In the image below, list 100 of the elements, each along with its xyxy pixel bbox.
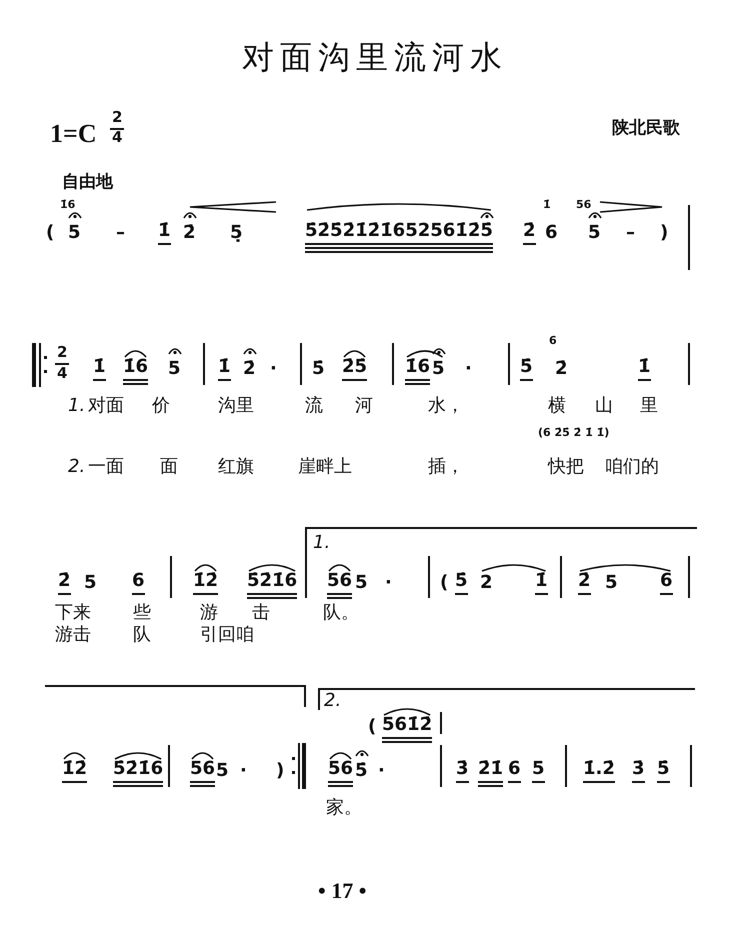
notation-numerals: 5̇2̇5̇2̇1̇2̇1̇652561̇2̇5̇ [305,222,493,254]
notation-numeral: 2̇ [578,572,591,596]
lyric-text: 山 [595,395,613,417]
notation-numeral: 5̇ [657,760,670,784]
notation-numerals: 56 [190,760,216,788]
lyric-text: 家。 [326,797,362,819]
lyric-text: 游击 [55,624,91,646]
bracket-symbol: ( [368,716,376,738]
notation-numeral: 1̇ [535,572,548,596]
notation-numeral: 2̇ [58,572,71,596]
dash-symbol: – [626,222,635,244]
augmentation-dot: · [270,358,277,380]
notation-numeral: 6 [508,760,521,784]
lyric-text: 下来 [55,602,91,624]
lyric-text: 击 [252,602,270,624]
notation-numeral: 6 [660,572,673,596]
grace-note: 6 [549,334,557,348]
notation-numeral: 2̇ [523,222,536,246]
notation-numerals: 2̇1̇ [478,760,504,788]
notation-numeral: 5 [605,572,618,594]
lyric-text: 对面 [88,395,124,417]
augmentation-dot: · [385,572,392,594]
lyric-text: 队。 [323,602,359,624]
time-signature-numeral: 4 [57,366,68,381]
lyric-text: 流 [305,395,323,417]
notation-numeral: 5̇ [312,358,325,380]
lyric-text: 价 [152,395,170,417]
verse-number: 2. [68,456,86,478]
bracket-symbol: ( [46,222,54,244]
notation-numeral: 1̇ [638,358,651,382]
grace-note: 1̇6 [60,198,76,212]
notation-numeral: 5 [68,222,81,244]
notation-numerals: 1̇6 [405,358,430,386]
lyric-text: 水， [428,395,464,417]
lyric-text: 引回咱 [200,624,254,646]
tempo-marking: 自由地 [62,172,113,192]
notation-numeral: 5 [532,760,545,784]
lyric-text: 游 [200,602,218,624]
notation-numeral: 1̇ [93,358,106,382]
notation-numerals: 561̇2̇ [382,716,432,744]
augmentation-dot: · [378,760,385,782]
notation-numeral: 2̇ [243,358,256,380]
time-signature-numeral: 2 [57,345,68,360]
lyric-text: 一面 [88,456,124,478]
notation-numeral: 3̇ [632,760,645,784]
notation-numeral: 2̇ [555,358,568,380]
notation-numeral: 1̇ [158,222,171,246]
grace-note: 1̇ [543,198,551,212]
lyric-text: 快把 [548,456,584,478]
time-signature-numeral: 2 [112,110,122,125]
notation-numeral: 5 [216,760,229,782]
notation-numeral: 5̇ [355,760,368,782]
augmentation-dot: · [465,358,472,380]
notation-numeral: 5 [588,222,601,244]
song-title: 对面沟里流河水 [241,38,509,76]
notation-numerals: 5̇2̇1̇6 [113,760,164,788]
notation-numerals: (6 2̇5̇ 2̇ 1̇ 1̇) [538,426,610,440]
lyric-text: 横 [548,395,566,417]
lyric-text: 些 [133,602,151,624]
lyric-text: 咱们的 [605,456,659,478]
notation-numeral: 5̣ [230,222,243,244]
notation-numeral: 5 [355,572,368,594]
notation-numerals: 1̇.2̇ [583,760,615,784]
notation-numerals: 1̇2̇ [62,760,88,784]
notation-numerals: 2̇5̇ [342,358,368,382]
dash-symbol: – [116,222,125,244]
bracket-symbol: ) [660,222,668,244]
time-signature-numeral: 4 [112,130,122,145]
notation-numerals: 1̇2̇ [193,572,218,596]
lyric-text: 面 [160,456,178,478]
lyric-text: 沟里 [218,395,254,417]
key-signature: 1=C [50,118,97,150]
lyric-text: 崖畔上 [298,456,352,478]
notation-numeral: 2 [480,572,493,594]
bracket-symbol: ) [276,760,284,782]
notation-numeral: 3̇ [456,760,469,784]
notation-numerals: 5̇2̇1̇6 [247,572,298,600]
grace-note: 56 [576,198,592,212]
notation-numeral: 6 [132,572,145,596]
notation-numeral: 5 [84,572,97,594]
notation-numerals: 56 [328,760,354,788]
notation-numeral: 5̇ [520,358,533,382]
page-number: • 17 • [318,878,366,904]
verse-number: 1. [68,395,86,417]
notation-numeral: 2̇ [183,222,196,244]
notation-numeral: 5 [168,358,181,380]
lyric-text: 红旗 [218,456,254,478]
lyric-text: 插， [428,456,464,478]
origin-note: 陕北民歌 [612,118,680,138]
volta-number: 1. [313,532,330,554]
notation-numerals: 56 [327,572,352,600]
notation-numerals: 1̇6 [123,358,148,386]
bracket-symbol: ( [440,572,448,594]
notation-numeral: 5 [432,358,445,380]
lyric-text: 队 [133,624,151,646]
augmentation-dot: · [240,760,247,782]
lyric-text: 里 [640,395,658,417]
notation-numeral: 1̇ [218,358,231,382]
notation-numeral: 6 [545,222,558,244]
notation-numeral: 5̇ [455,572,468,596]
